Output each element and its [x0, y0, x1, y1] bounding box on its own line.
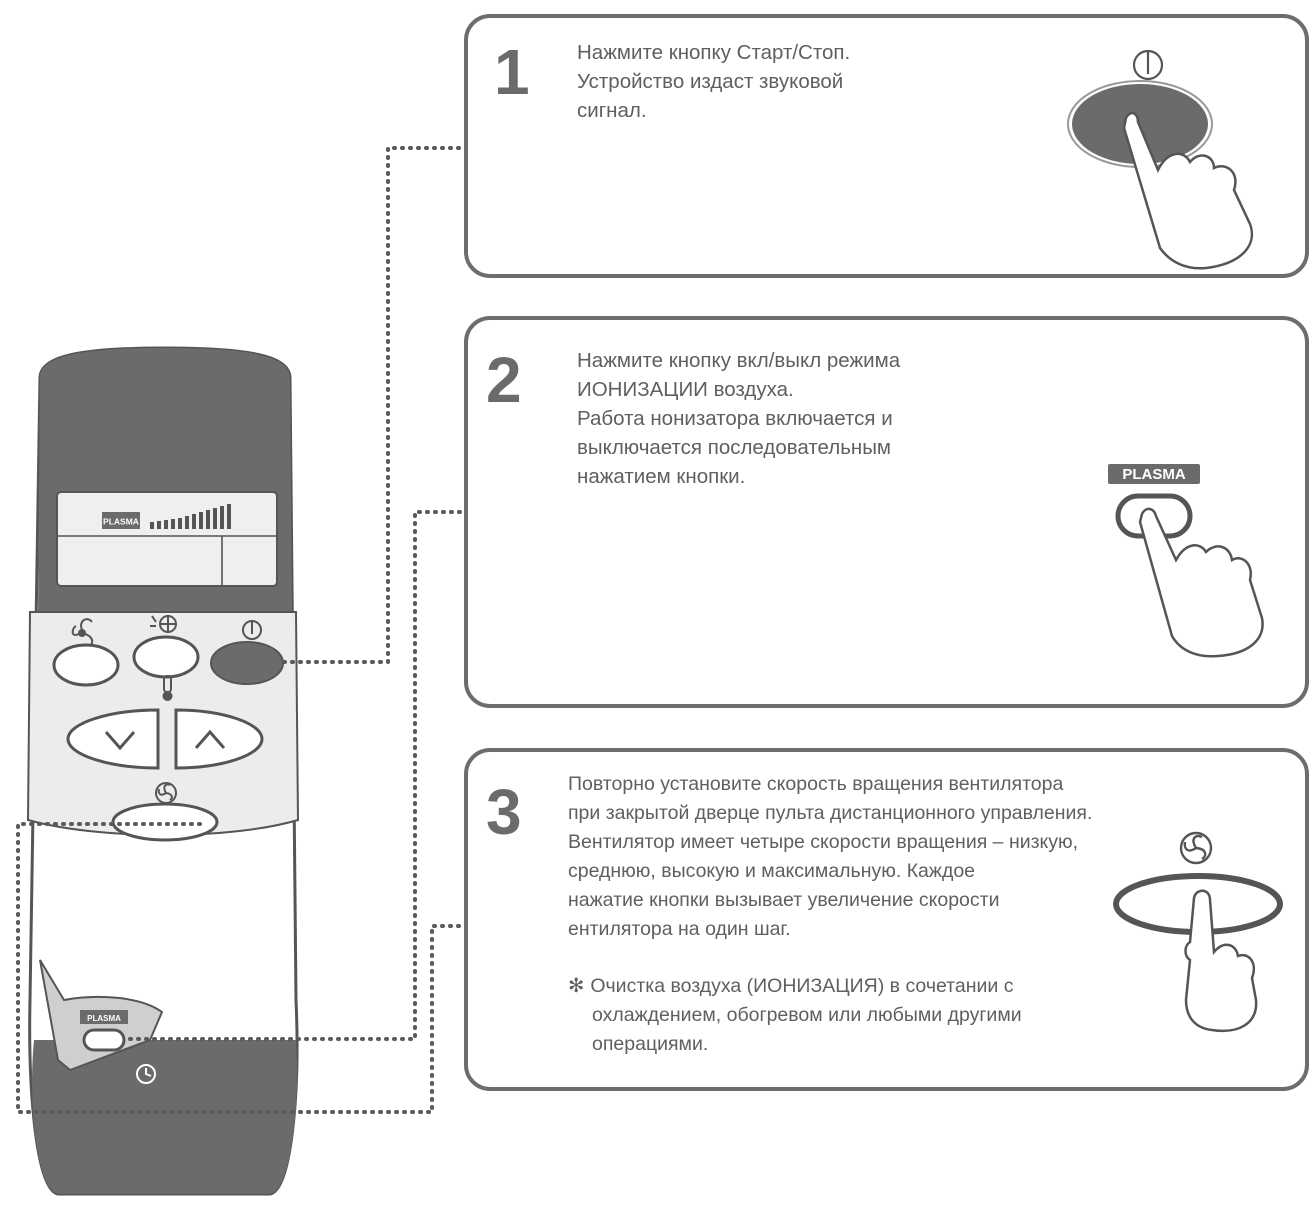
chevron-up-icon [194, 729, 226, 749]
door-plasma-badge [80, 1010, 128, 1024]
step-3-line: ентилятора на один шаг. [568, 918, 791, 940]
display-level-bars [150, 504, 231, 529]
power-icon [242, 620, 262, 640]
connector-step-1 [282, 146, 466, 664]
timer-icon [136, 1064, 156, 1084]
step-3-note-line: охлаждением, обогревом или любыми другим… [592, 1004, 1022, 1026]
thermometer-icon [162, 675, 173, 701]
fan-speed-button[interactable] [111, 802, 219, 842]
step-1-number: 1 [494, 36, 530, 108]
step-1-line: Устройство издаст звуковой [577, 70, 844, 93]
connector-lines [16, 146, 466, 1114]
step-2-line: ИОНИЗАЦИИ воздуха. [577, 378, 794, 401]
start-stop-button[interactable] [210, 641, 284, 685]
step-3-line: Вентилятор имеет четыре скорости вращени… [568, 831, 1079, 853]
step-1-text: Нажмите кнопку Старт/Стоп. Устройство из… [577, 38, 850, 125]
door-plasma-label: PLASMA [87, 1014, 121, 1023]
step-3-note-line: операциями. [592, 1033, 709, 1055]
jet-mode-button[interactable] [132, 635, 200, 679]
connector-step-3 [16, 822, 466, 1114]
step-2-line: Работа нонизатора включается и [577, 407, 893, 430]
chevron-down-icon [104, 731, 136, 751]
connector-step-2 [128, 510, 466, 1041]
step-2-text: Нажмите кнопку вкл/выкл режима ИОНИЗАЦИИ… [577, 346, 900, 491]
display-plasma-label: PLASMA [103, 517, 139, 527]
step-3-note-line-1: ✻Очистка воздуха (ИОНИЗАЦИЯ) в сочетании… [568, 972, 1022, 1001]
remote-plasma-button[interactable] [82, 1028, 126, 1052]
step-3-line: нажатие кнопки вызывает увеличение скоро… [568, 889, 1000, 911]
step-3-line: Повторно установите скорость вращения ве… [568, 773, 1064, 795]
step-3-note-text: Очистка воздуха (ИОНИЗАЦИЯ) в сочетании … [590, 975, 1014, 997]
remote-bottom-cap [32, 1040, 297, 1194]
step-3-line: при закрытой дверце пульта дистанционног… [568, 802, 1093, 824]
step-3-text: Повторно установите скорость вращения ве… [568, 770, 1092, 944]
step-2-number: 2 [486, 344, 522, 416]
step-2-line: выключается последовательным [577, 436, 892, 459]
remote-display [56, 491, 278, 587]
mode-button[interactable] [52, 643, 120, 687]
jet-mode-icon [150, 615, 177, 633]
step-1-line: сигнал. [577, 99, 647, 122]
temp-up-button[interactable] [174, 708, 264, 770]
step-1-line: Нажмите кнопку Старт/Стоп. [577, 41, 851, 64]
step-2-line: Нажмите кнопку вкл/выкл режима [577, 349, 901, 372]
note-asterisk-icon: ✻ [568, 975, 585, 997]
step-3-number: 3 [486, 776, 522, 848]
step-2-line: нажатием кнопки. [577, 465, 746, 488]
display-plasma-badge [102, 512, 140, 529]
remote-control: PLASMA [26, 346, 300, 1196]
step-3-note: ✻Очистка воздуха (ИОНИЗАЦИЯ) в сочетании… [568, 972, 1022, 1059]
step-3-line: среднюю, высокую и максимальную. Каждое [568, 860, 976, 882]
